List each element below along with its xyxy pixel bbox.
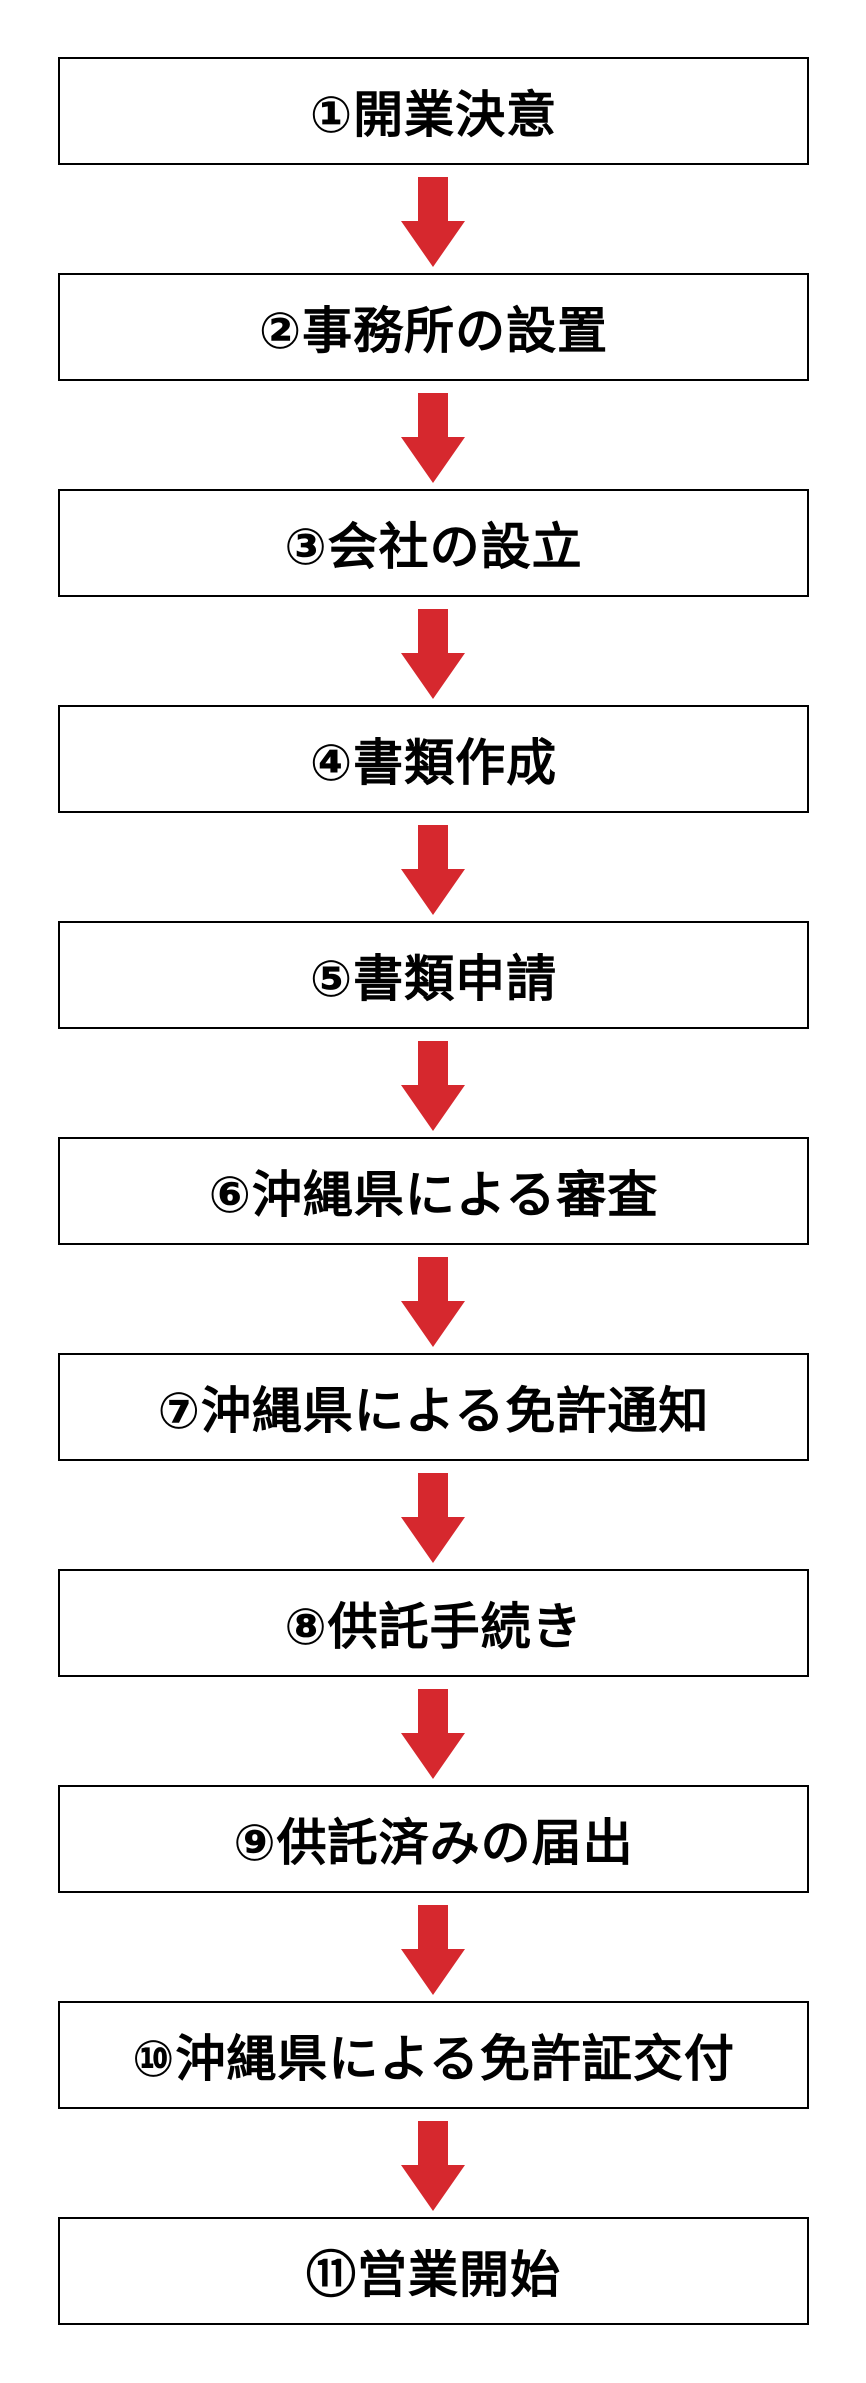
step-box-3: ③会社の設立 bbox=[58, 489, 809, 597]
step-box-6: ⑥沖縄県による審査 bbox=[58, 1137, 809, 1245]
down-arrow-icon bbox=[401, 177, 465, 267]
down-arrow-icon bbox=[401, 609, 465, 699]
down-arrow-icon bbox=[401, 1689, 465, 1779]
down-arrow-icon bbox=[401, 825, 465, 915]
step-box-7: ⑦沖縄県による免許通知 bbox=[58, 1353, 809, 1461]
down-arrow-icon bbox=[401, 1041, 465, 1131]
step-label: ①開業決意 bbox=[309, 86, 558, 144]
step-label: ⑥沖縄県による審査 bbox=[208, 1166, 659, 1224]
down-arrow-icon bbox=[401, 393, 465, 483]
step-label: ⑧供託手続き bbox=[284, 1598, 583, 1656]
step-label: ⑤書類申請 bbox=[309, 950, 558, 1008]
step-box-10: ⑩沖縄県による免許証交付 bbox=[58, 2001, 809, 2109]
step-box-9: ⑨供託済みの届出 bbox=[58, 1785, 809, 1893]
step-label: ②事務所の設置 bbox=[258, 302, 609, 360]
step-label: ⑩沖縄県による免許証交付 bbox=[132, 2030, 735, 2088]
down-arrow-icon bbox=[401, 1473, 465, 1563]
step-box-4: ④書類作成 bbox=[58, 705, 809, 813]
down-arrow-icon bbox=[401, 2121, 465, 2211]
step-label: ⑨供託済みの届出 bbox=[233, 1814, 634, 1872]
step-box-5: ⑤書類申請 bbox=[58, 921, 809, 1029]
step-label: ④書類作成 bbox=[309, 734, 558, 792]
step-label: ⑪営業開始 bbox=[306, 2246, 561, 2304]
step-label: ⑦沖縄県による免許通知 bbox=[157, 1382, 710, 1440]
step-label: ③会社の設立 bbox=[284, 518, 583, 576]
step-box-8: ⑧供託手続き bbox=[58, 1569, 809, 1677]
down-arrow-icon bbox=[401, 1905, 465, 1995]
step-box-2: ②事務所の設置 bbox=[58, 273, 809, 381]
down-arrow-icon bbox=[401, 1257, 465, 1347]
step-box-11: ⑪営業開始 bbox=[58, 2217, 809, 2325]
step-box-1: ①開業決意 bbox=[58, 57, 809, 165]
